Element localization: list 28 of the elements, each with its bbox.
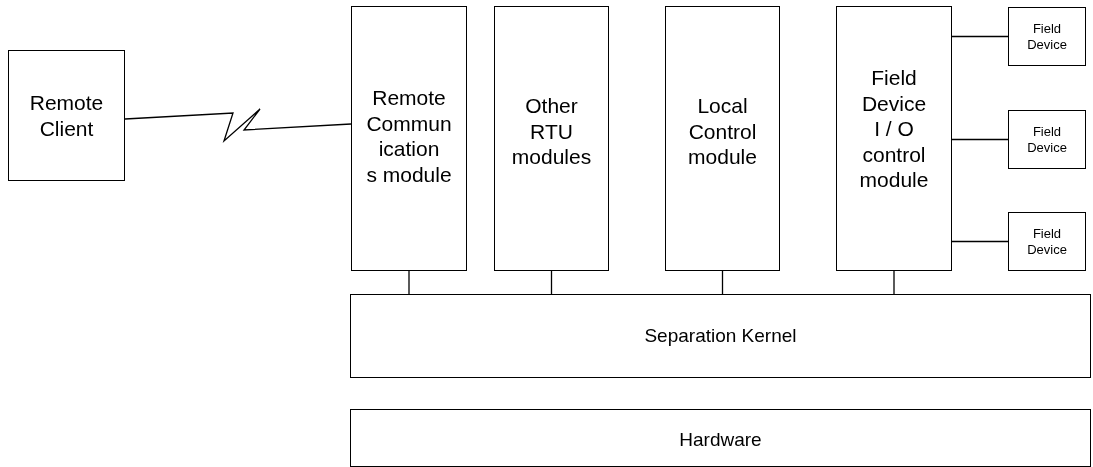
hardware-layer	[350, 409, 1091, 467]
node-label: Remote Client	[28, 89, 105, 142]
lightning-link	[124, 108, 352, 144]
connector-line	[408, 270, 410, 295]
module-box	[494, 6, 609, 271]
node-label: Field Device	[1026, 20, 1068, 53]
node-label: Local Control module	[687, 93, 758, 170]
connector-line	[721, 270, 724, 295]
node-label: Hardware	[679, 428, 762, 452]
connector-line	[893, 270, 895, 295]
node-label: Field Device I / O control module	[859, 65, 929, 194]
connector-line	[951, 138, 1009, 141]
connector-line	[550, 270, 553, 295]
module-box	[351, 6, 467, 271]
node-label: Separation Kernel	[644, 324, 797, 348]
node-label: Field Device	[1026, 225, 1068, 258]
node-label: Field Device	[1026, 123, 1068, 156]
node-label: Remote Commun ication s module	[366, 85, 452, 188]
module-box	[665, 6, 780, 271]
device-box	[1008, 212, 1086, 271]
client-box	[8, 50, 125, 181]
connector-line	[951, 35, 1009, 38]
device-box	[1008, 110, 1086, 169]
device-box	[1008, 7, 1086, 66]
connector-line	[951, 240, 1009, 243]
node-label: Other RTU modules	[510, 93, 593, 170]
kernel-layer	[350, 294, 1091, 378]
module-box	[836, 6, 952, 271]
